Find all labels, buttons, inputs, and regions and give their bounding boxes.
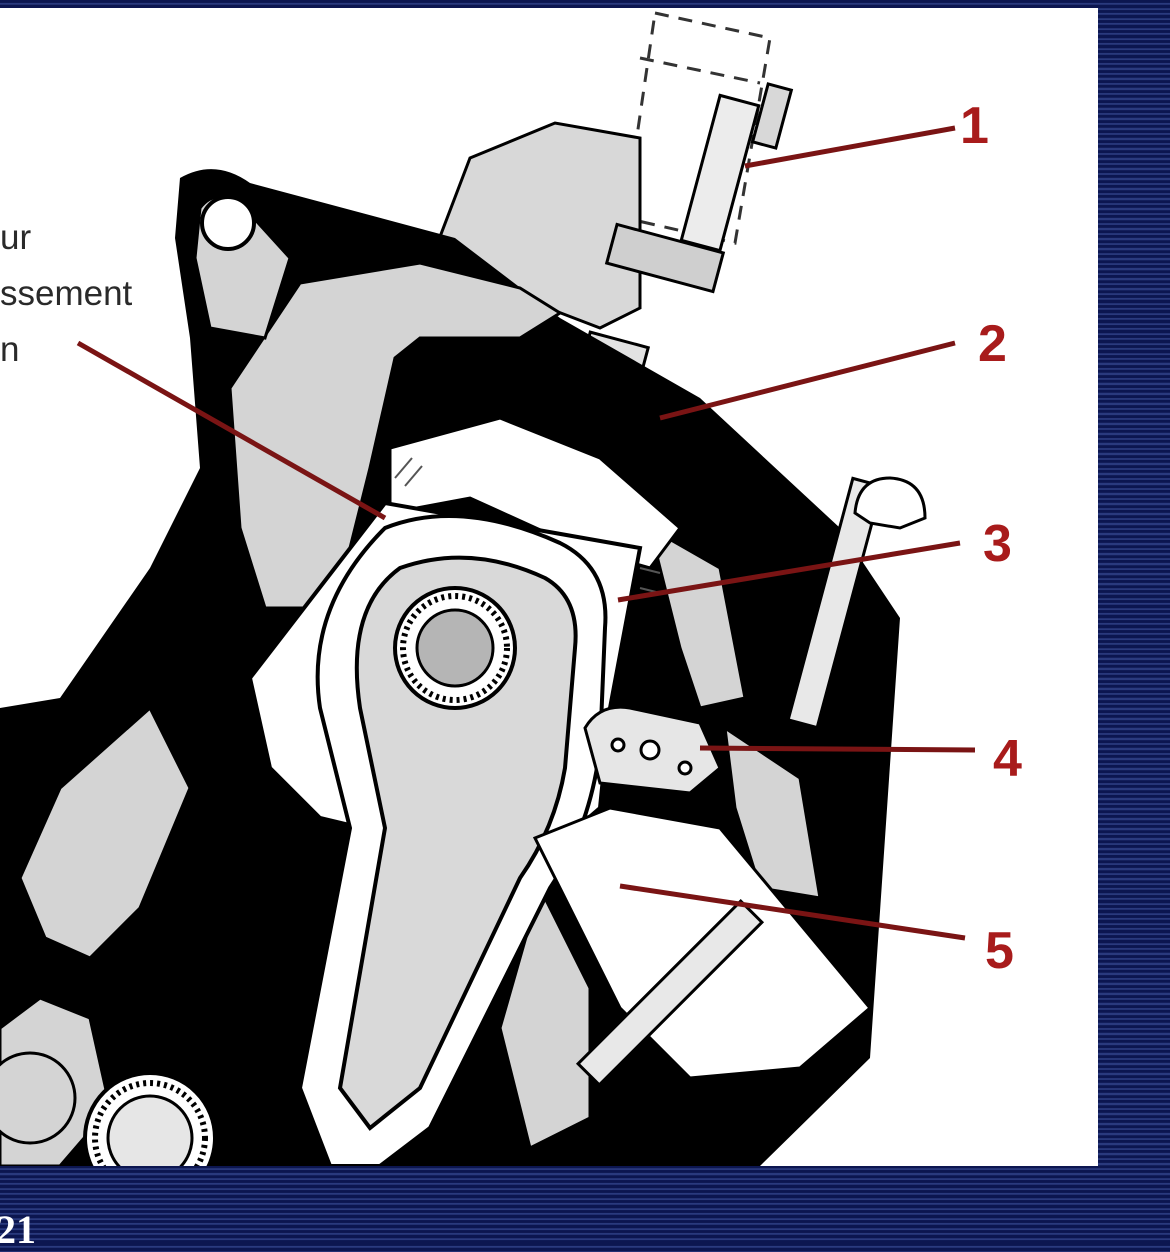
callout-number-3: 3: [983, 515, 1012, 573]
diagram-panel: 1 2 3 4 5 ur ssement n: [0, 8, 1098, 1166]
callout-leader-1: [744, 125, 956, 169]
callout-leader-4: [699, 745, 976, 753]
side-note-leader: [76, 340, 387, 521]
connecting-rod: [297, 514, 608, 1166]
callout-numbers: 1 2 3 4 5: [960, 97, 1022, 980]
callout-number-5: 5: [985, 922, 1014, 980]
callout-leader-2: [659, 340, 956, 421]
mounting-eye: [200, 195, 256, 251]
callout-leader-5: [619, 883, 966, 941]
cylinder-stud: [575, 476, 927, 1088]
side-note-line-1: ur: [0, 218, 32, 257]
side-note-line-3: n: [0, 330, 20, 369]
callout-leader-3: [617, 540, 961, 603]
engine-cross-section: 1 2 3 4 5: [0, 11, 1022, 1166]
crank-bearing: [0, 1051, 217, 1166]
callout-number-4: 4: [993, 730, 1022, 788]
transfer-port: [583, 705, 722, 795]
slide-number: 21: [0, 1207, 36, 1252]
callout-number-2: 2: [978, 315, 1007, 373]
callout-leaders: [76, 125, 976, 941]
side-note-line-2: ssement: [0, 274, 133, 313]
callout-number-1: 1: [960, 97, 989, 155]
piston-pin-bearing: [393, 586, 517, 710]
